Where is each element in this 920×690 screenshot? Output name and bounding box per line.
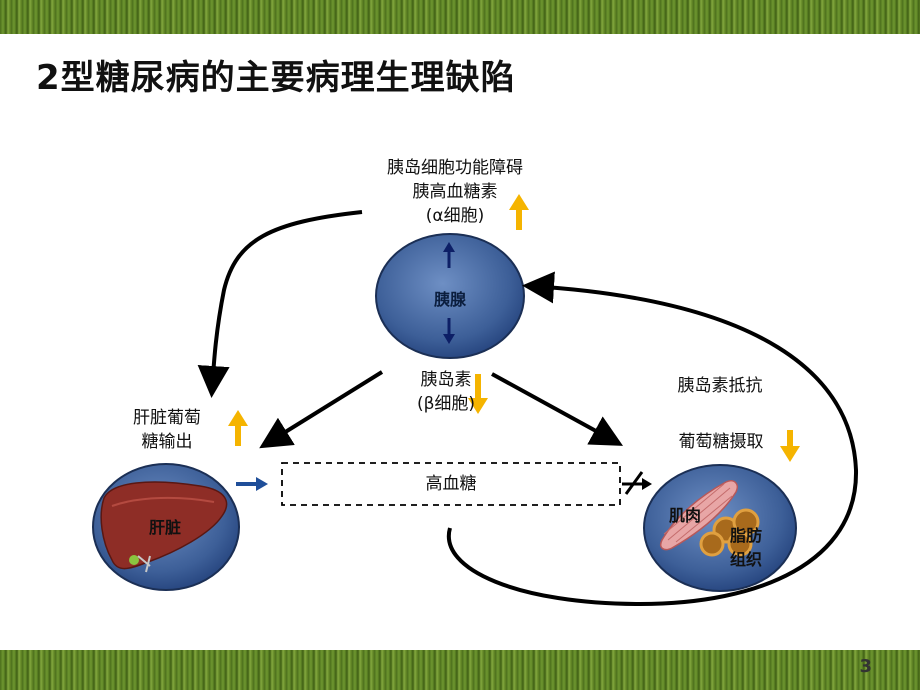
liver-illustration <box>100 481 228 573</box>
uptake-down-arrow <box>780 430 800 462</box>
liver-output-line1: 肝脏葡萄 <box>133 408 201 428</box>
insulin-to-muscle-arrow <box>491 372 624 446</box>
islet-dysfunction-label: 胰岛细胞功能障碍 胰高血糖素 (α细胞) <box>350 156 560 228</box>
islet-line1: 胰岛细胞功能障碍 <box>387 158 523 178</box>
slide-title: 2型糖尿病的主要病理生理缺陷 <box>36 58 516 98</box>
beta-cell-label: (β细胞) <box>416 394 476 414</box>
feedback-loop-arrow <box>446 271 859 607</box>
insulin-down-arrow <box>468 374 488 414</box>
glucagon-label: 胰高血糖素 <box>412 182 498 202</box>
adipose-line2: 组织 <box>729 550 762 569</box>
hyperglycemia-label: 高血糖 <box>425 474 477 494</box>
hepatic-glucose-output-label: 肝脏葡萄 糖输出 <box>112 406 222 454</box>
liver-output-line2: 糖输出 <box>141 432 193 452</box>
liver-output-up-arrow <box>228 410 248 446</box>
glucagon-up-arrow <box>509 194 529 230</box>
insulin-to-liver-arrow <box>259 370 384 449</box>
top-banner <box>0 0 920 34</box>
adipose-illustration <box>699 508 760 557</box>
adipose-label: 脂肪 组织 <box>718 524 774 572</box>
pancreas-label: 胰腺 <box>433 290 466 309</box>
liver-label: 肝脏 <box>148 518 181 537</box>
blocked-uptake-arrow <box>622 471 652 495</box>
glucose-uptake-label: 葡萄糖摄取 <box>678 432 764 452</box>
hyperglycemia-box <box>281 462 621 506</box>
alpha-cell-label: (α细胞) <box>425 206 485 226</box>
insulin-label: 胰岛素 (β细胞) <box>396 368 496 416</box>
muscle-label: 肌肉 <box>668 506 701 525</box>
liver-to-blood-arrow <box>236 477 268 491</box>
pancreas-up-arrow <box>443 242 455 268</box>
pancreas-down-arrow <box>443 318 455 344</box>
page-number: 3 <box>859 656 872 677</box>
insulin-resistance-label: 胰岛素抵抗 <box>677 376 763 396</box>
insulin-line1: 胰岛素 <box>420 370 472 390</box>
muscle-illustration <box>660 480 738 551</box>
adipose-line1: 脂肪 <box>729 526 762 545</box>
islet-to-liver-arrow <box>197 210 363 398</box>
bottom-banner <box>0 650 920 690</box>
